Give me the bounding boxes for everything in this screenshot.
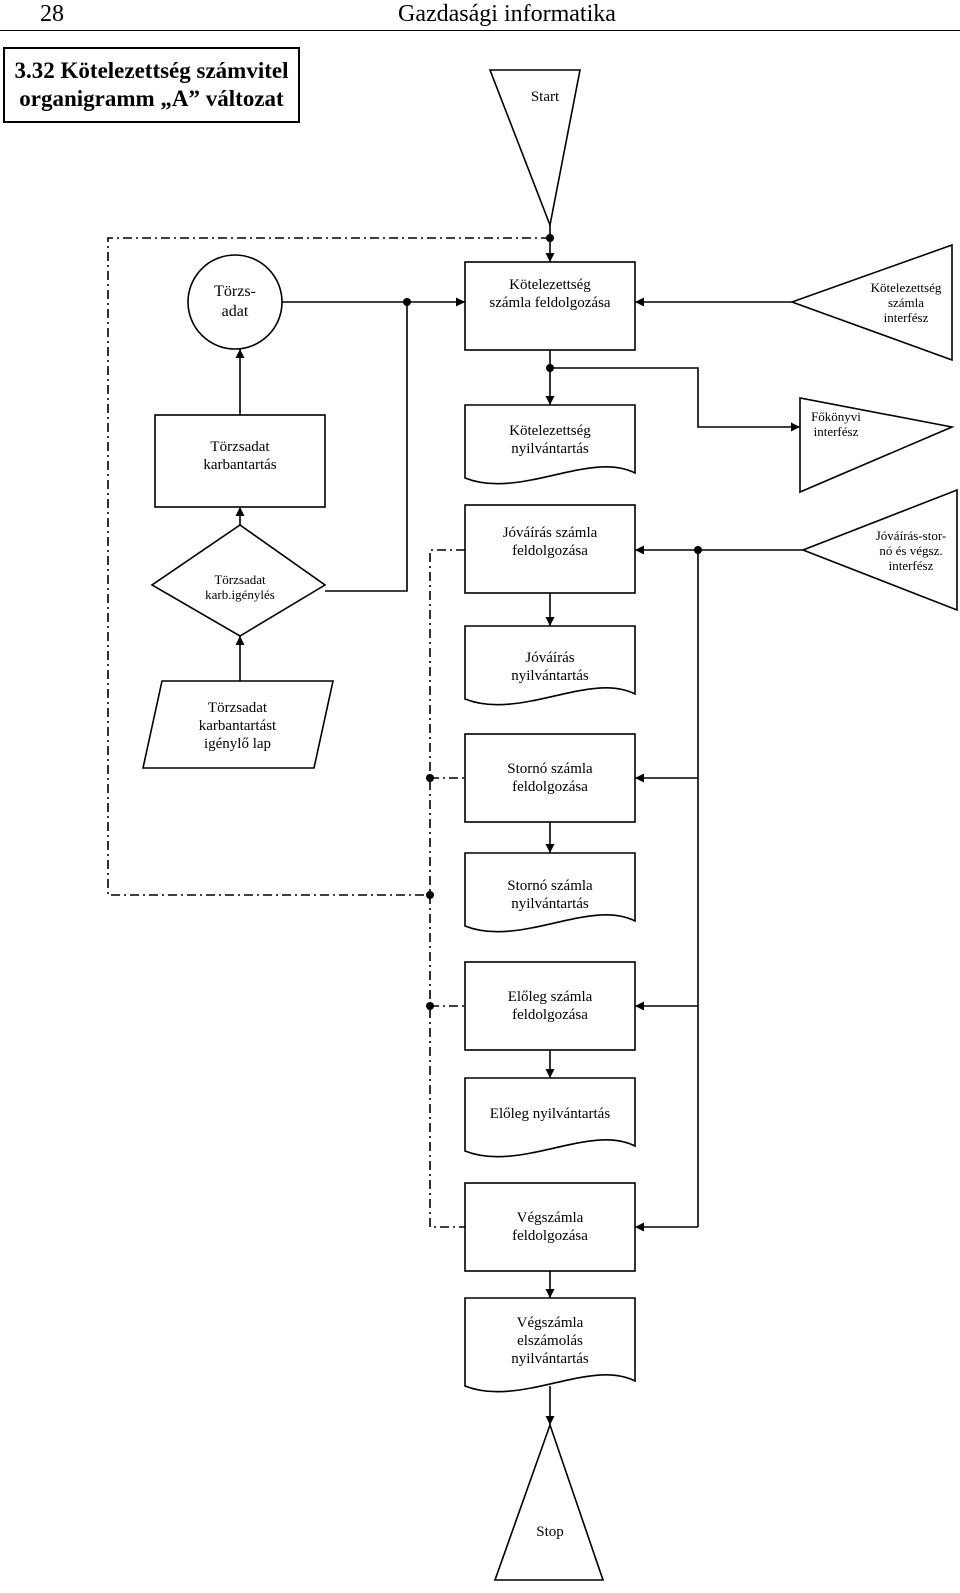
torzsadat-karbantartas-label: Törzsadat karbantartás: [203, 439, 277, 473]
vegszamla-elszamolas-label: Végszámla elszámolás nyilvántartás: [511, 1315, 589, 1367]
torzsadat-karb-igenyles-label: Törzsadat karb.igénylés: [205, 572, 275, 602]
vegszamla-feldolgozasa-label: Végszámla feldolgozása: [512, 1210, 588, 1244]
diagram-title-line-1: 3.32 Kötelezettség számvitel: [14, 58, 289, 83]
junction-dot: [546, 364, 554, 372]
jovairas-storno-interfesz-triangle: [800, 488, 958, 612]
storno-szamla-nyilvantartas-doc: [464, 852, 636, 933]
fokonyvi-interfesz-triangle: [799, 397, 955, 494]
junction-dot: [546, 234, 554, 242]
jovairas-storno-interfesz-label: Jóváírás-stor- nó és végsz. interfész: [875, 527, 947, 573]
storno-szamla-nyilvantartas-label: Stornó számla nyilvántartás: [507, 878, 593, 912]
kot-nyilvantartas-doc: [464, 404, 636, 485]
junction-dot: [426, 774, 434, 782]
junction-dot: [426, 1002, 434, 1010]
junction-dot: [694, 546, 702, 554]
eloleg-szamla-feldolgozasa-label: Előleg számla feldolgozása: [507, 989, 593, 1023]
torzsadat-label: Törzs- adat: [214, 283, 256, 320]
storno-szamla-feldolgozasa-label: Stornó számla feldolgozása: [507, 761, 593, 795]
header-rule: [0, 30, 960, 31]
kot-szamla-interfesz-label: Kötelezettség számla interfész: [870, 279, 942, 325]
vegszamla-elszamolas-doc: [464, 1297, 636, 1393]
junction-dot: [403, 298, 411, 306]
kot-szamla-feldolgozasa-label: Kötelezettség számla feldolgozása: [489, 277, 611, 311]
jovairas-szamla-feldolgozasa-label: Jóváírás számla feldolgozása: [502, 525, 598, 559]
diagram-title-line-2: organigramm „A” változat: [19, 86, 284, 111]
igenylo-lap-parallelogram: [142, 680, 334, 769]
book-title: Gazdasági informatika: [398, 1, 616, 27]
start-label: Start: [530, 89, 560, 105]
junction-dot: [426, 891, 434, 899]
eloleg-nyilvantartas-doc: [464, 1077, 636, 1158]
kot-nyilvantartas-label: Kötelezettség nyilvántartás: [509, 423, 591, 457]
jovairas-nyilvantartas-label: Jóváírás nyilvántartás: [511, 650, 589, 684]
igenylo-lap-label: Törzsadat karbantartást igénylő lap: [198, 700, 277, 752]
page-number: 28: [40, 1, 64, 27]
eloleg-nyilvantartas-label: Előleg nyilvántartás: [489, 1106, 611, 1122]
fokonyvi-interfesz-label: Főkönyvi interfész: [811, 409, 861, 439]
start-terminator: [488, 69, 581, 228]
diagram-title: 3.32 Kötelezettség számvitel organigramm…: [3, 47, 300, 123]
jovairas-nyilvantartas-doc: [464, 625, 636, 706]
kot-szamla-interfesz-triangle: [789, 243, 953, 362]
stop-label: Stop: [536, 1524, 564, 1540]
stop-terminator: [493, 1422, 605, 1581]
